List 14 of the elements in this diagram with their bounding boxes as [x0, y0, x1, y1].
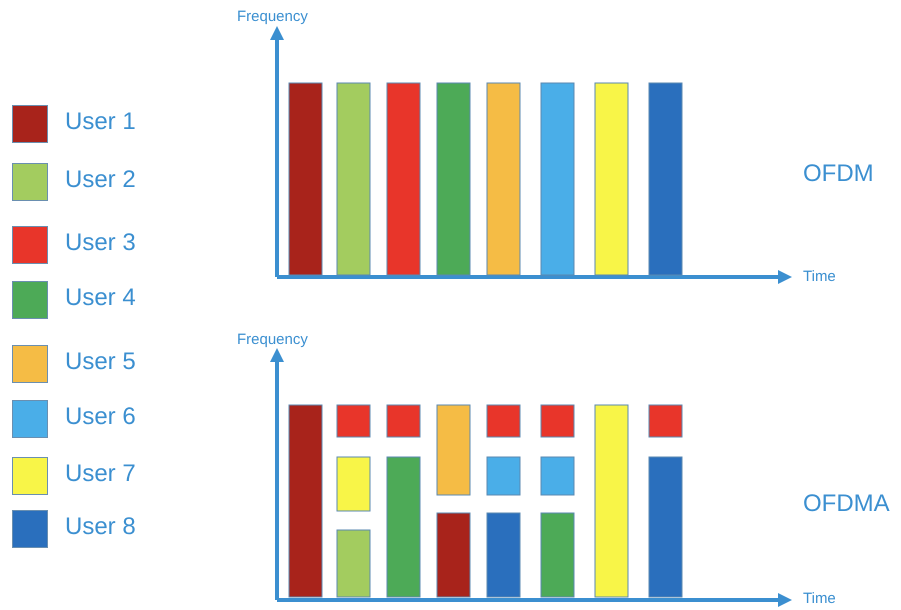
axis-label: Time: [803, 268, 836, 285]
axis-label: Time: [803, 590, 836, 607]
axis-label: Frequency: [237, 8, 308, 25]
legend-label: User 5: [65, 348, 136, 376]
legend-label: User 1: [65, 108, 136, 136]
legend-label: User 2: [65, 166, 136, 194]
legend-label: User 8: [65, 513, 136, 541]
axis-label: Frequency: [237, 331, 308, 348]
legend-label: User 6: [65, 403, 136, 431]
legend-label: User 3: [65, 229, 136, 257]
chart-title: OFDMA: [803, 490, 890, 518]
legend-label: User 4: [65, 284, 136, 312]
chart-title: OFDM: [803, 160, 874, 188]
legend-label: User 7: [65, 460, 136, 488]
